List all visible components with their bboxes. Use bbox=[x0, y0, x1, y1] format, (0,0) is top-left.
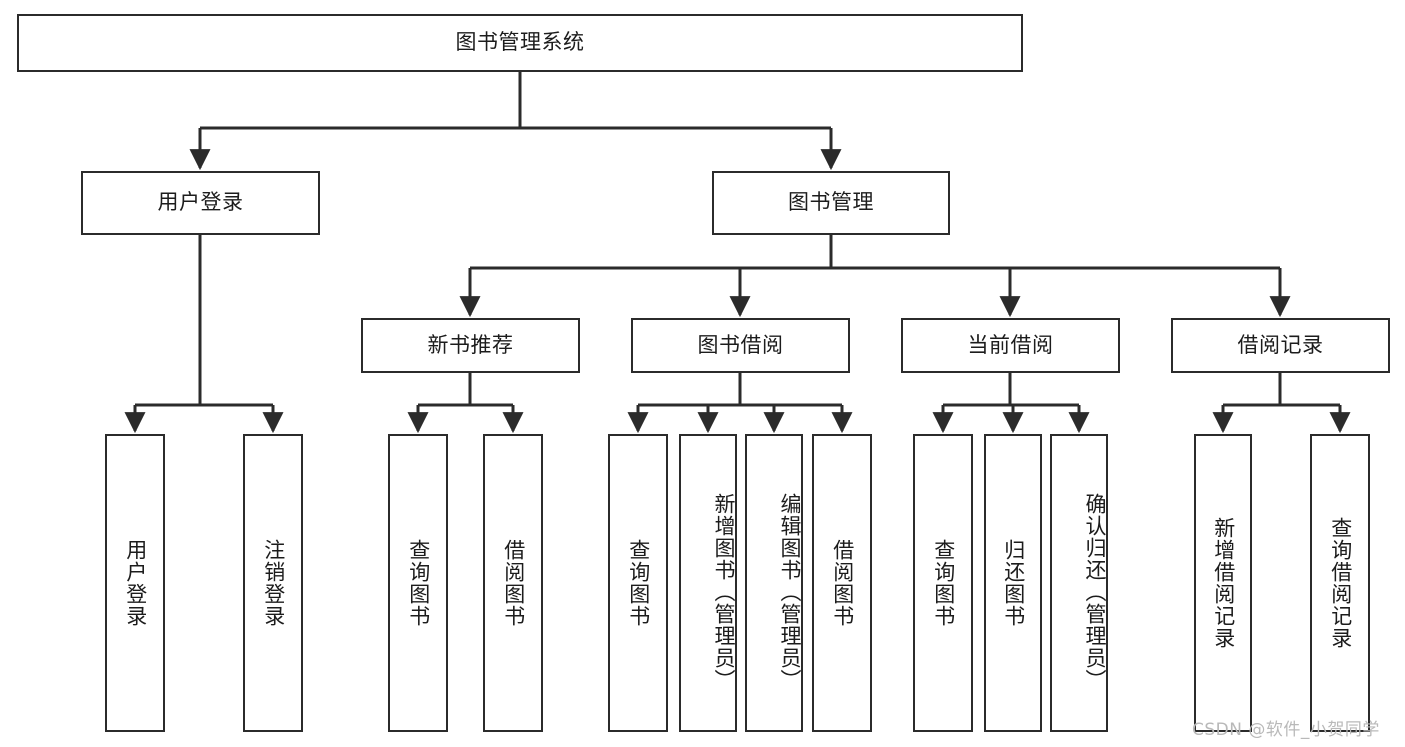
node-user-login[interactable]: 用户登录 bbox=[81, 171, 320, 235]
leaf-edit-book-admin[interactable]: 编辑图书（管理员） bbox=[745, 434, 803, 732]
leaf-query-book-current[interactable]: 查询图书 bbox=[913, 434, 973, 732]
csdn-watermark: CSDN @软件_小贺同学 bbox=[1192, 720, 1380, 740]
node-book-management[interactable]: 图书管理 bbox=[712, 171, 950, 235]
leaf-return-book[interactable]: 归还图书 bbox=[984, 434, 1042, 732]
node-current-borrow[interactable]: 当前借阅 bbox=[901, 318, 1120, 373]
leaf-add-book-admin[interactable]: 新增图书（管理员） bbox=[679, 434, 737, 732]
node-new-book-recommendation[interactable]: 新书推荐 bbox=[361, 318, 580, 373]
leaf-borrow-book[interactable]: 借阅图书 bbox=[812, 434, 872, 732]
leaf-query-borrow-record[interactable]: 查询借阅记录 bbox=[1310, 434, 1370, 732]
leaf-query-book-borrow[interactable]: 查询图书 bbox=[608, 434, 668, 732]
leaf-query-book-newbook[interactable]: 查询图书 bbox=[388, 434, 448, 732]
leaf-add-borrow-record[interactable]: 新增借阅记录 bbox=[1194, 434, 1252, 732]
node-book-borrow[interactable]: 图书借阅 bbox=[631, 318, 850, 373]
node-root-book-management-system[interactable]: 图书管理系统 bbox=[17, 14, 1023, 72]
leaf-logout[interactable]: 注销登录 bbox=[243, 434, 303, 732]
leaf-user-login[interactable]: 用户登录 bbox=[105, 434, 165, 732]
leaf-confirm-return-admin[interactable]: 确认归还（管理员） bbox=[1050, 434, 1108, 732]
leaf-borrow-book-newbook[interactable]: 借阅图书 bbox=[483, 434, 543, 732]
node-borrow-record[interactable]: 借阅记录 bbox=[1171, 318, 1390, 373]
